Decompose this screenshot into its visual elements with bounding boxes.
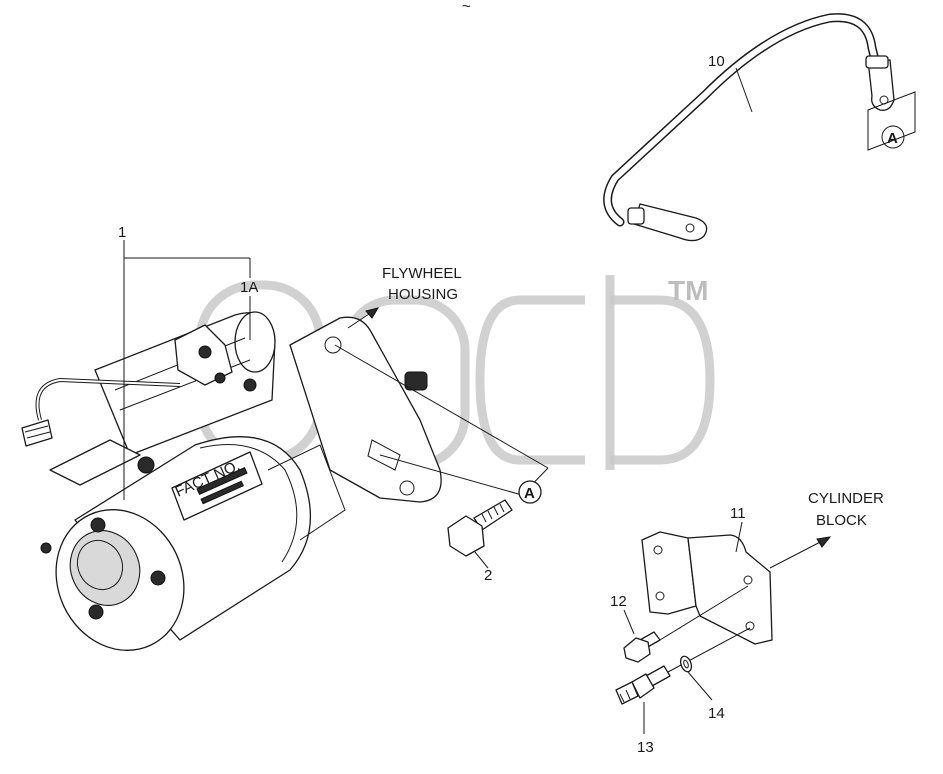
washer bbox=[679, 655, 693, 673]
callout-1a: 1A bbox=[240, 279, 258, 296]
starter-motor: FACT NO. bbox=[21, 311, 442, 651]
ref-a-starter-leader: A bbox=[334, 344, 549, 504]
battery-cable: A bbox=[603, 13, 916, 242]
callout-11: 11 bbox=[730, 505, 746, 522]
callout-10: 10 bbox=[708, 53, 725, 70]
shoulder-stud bbox=[615, 627, 751, 705]
bracket-bolt bbox=[623, 585, 749, 663]
callout-14: 14 bbox=[708, 705, 725, 722]
cylinder-label-line1: CYLINDER bbox=[808, 490, 884, 507]
cylinder-label-line2: BLOCK bbox=[816, 512, 867, 529]
flywheel-label-line1: FLYWHEEL bbox=[382, 265, 462, 282]
watermark-logo: TM bbox=[195, 275, 715, 470]
ref-a-starter: A bbox=[524, 485, 535, 502]
flywheel-label-line2: HOUSING bbox=[388, 286, 458, 303]
callout-12: 12 bbox=[610, 593, 627, 610]
tiny-top-mark: ~ bbox=[462, 0, 471, 15]
ref-a-cable: A bbox=[887, 130, 898, 147]
callout-13: 13 bbox=[637, 739, 654, 756]
callout-2: 2 bbox=[484, 567, 492, 584]
watermark-tm: TM bbox=[668, 275, 708, 306]
flange-bolt bbox=[447, 499, 513, 557]
callout-1: 1 bbox=[118, 224, 126, 241]
mounting-bracket bbox=[641, 531, 773, 645]
